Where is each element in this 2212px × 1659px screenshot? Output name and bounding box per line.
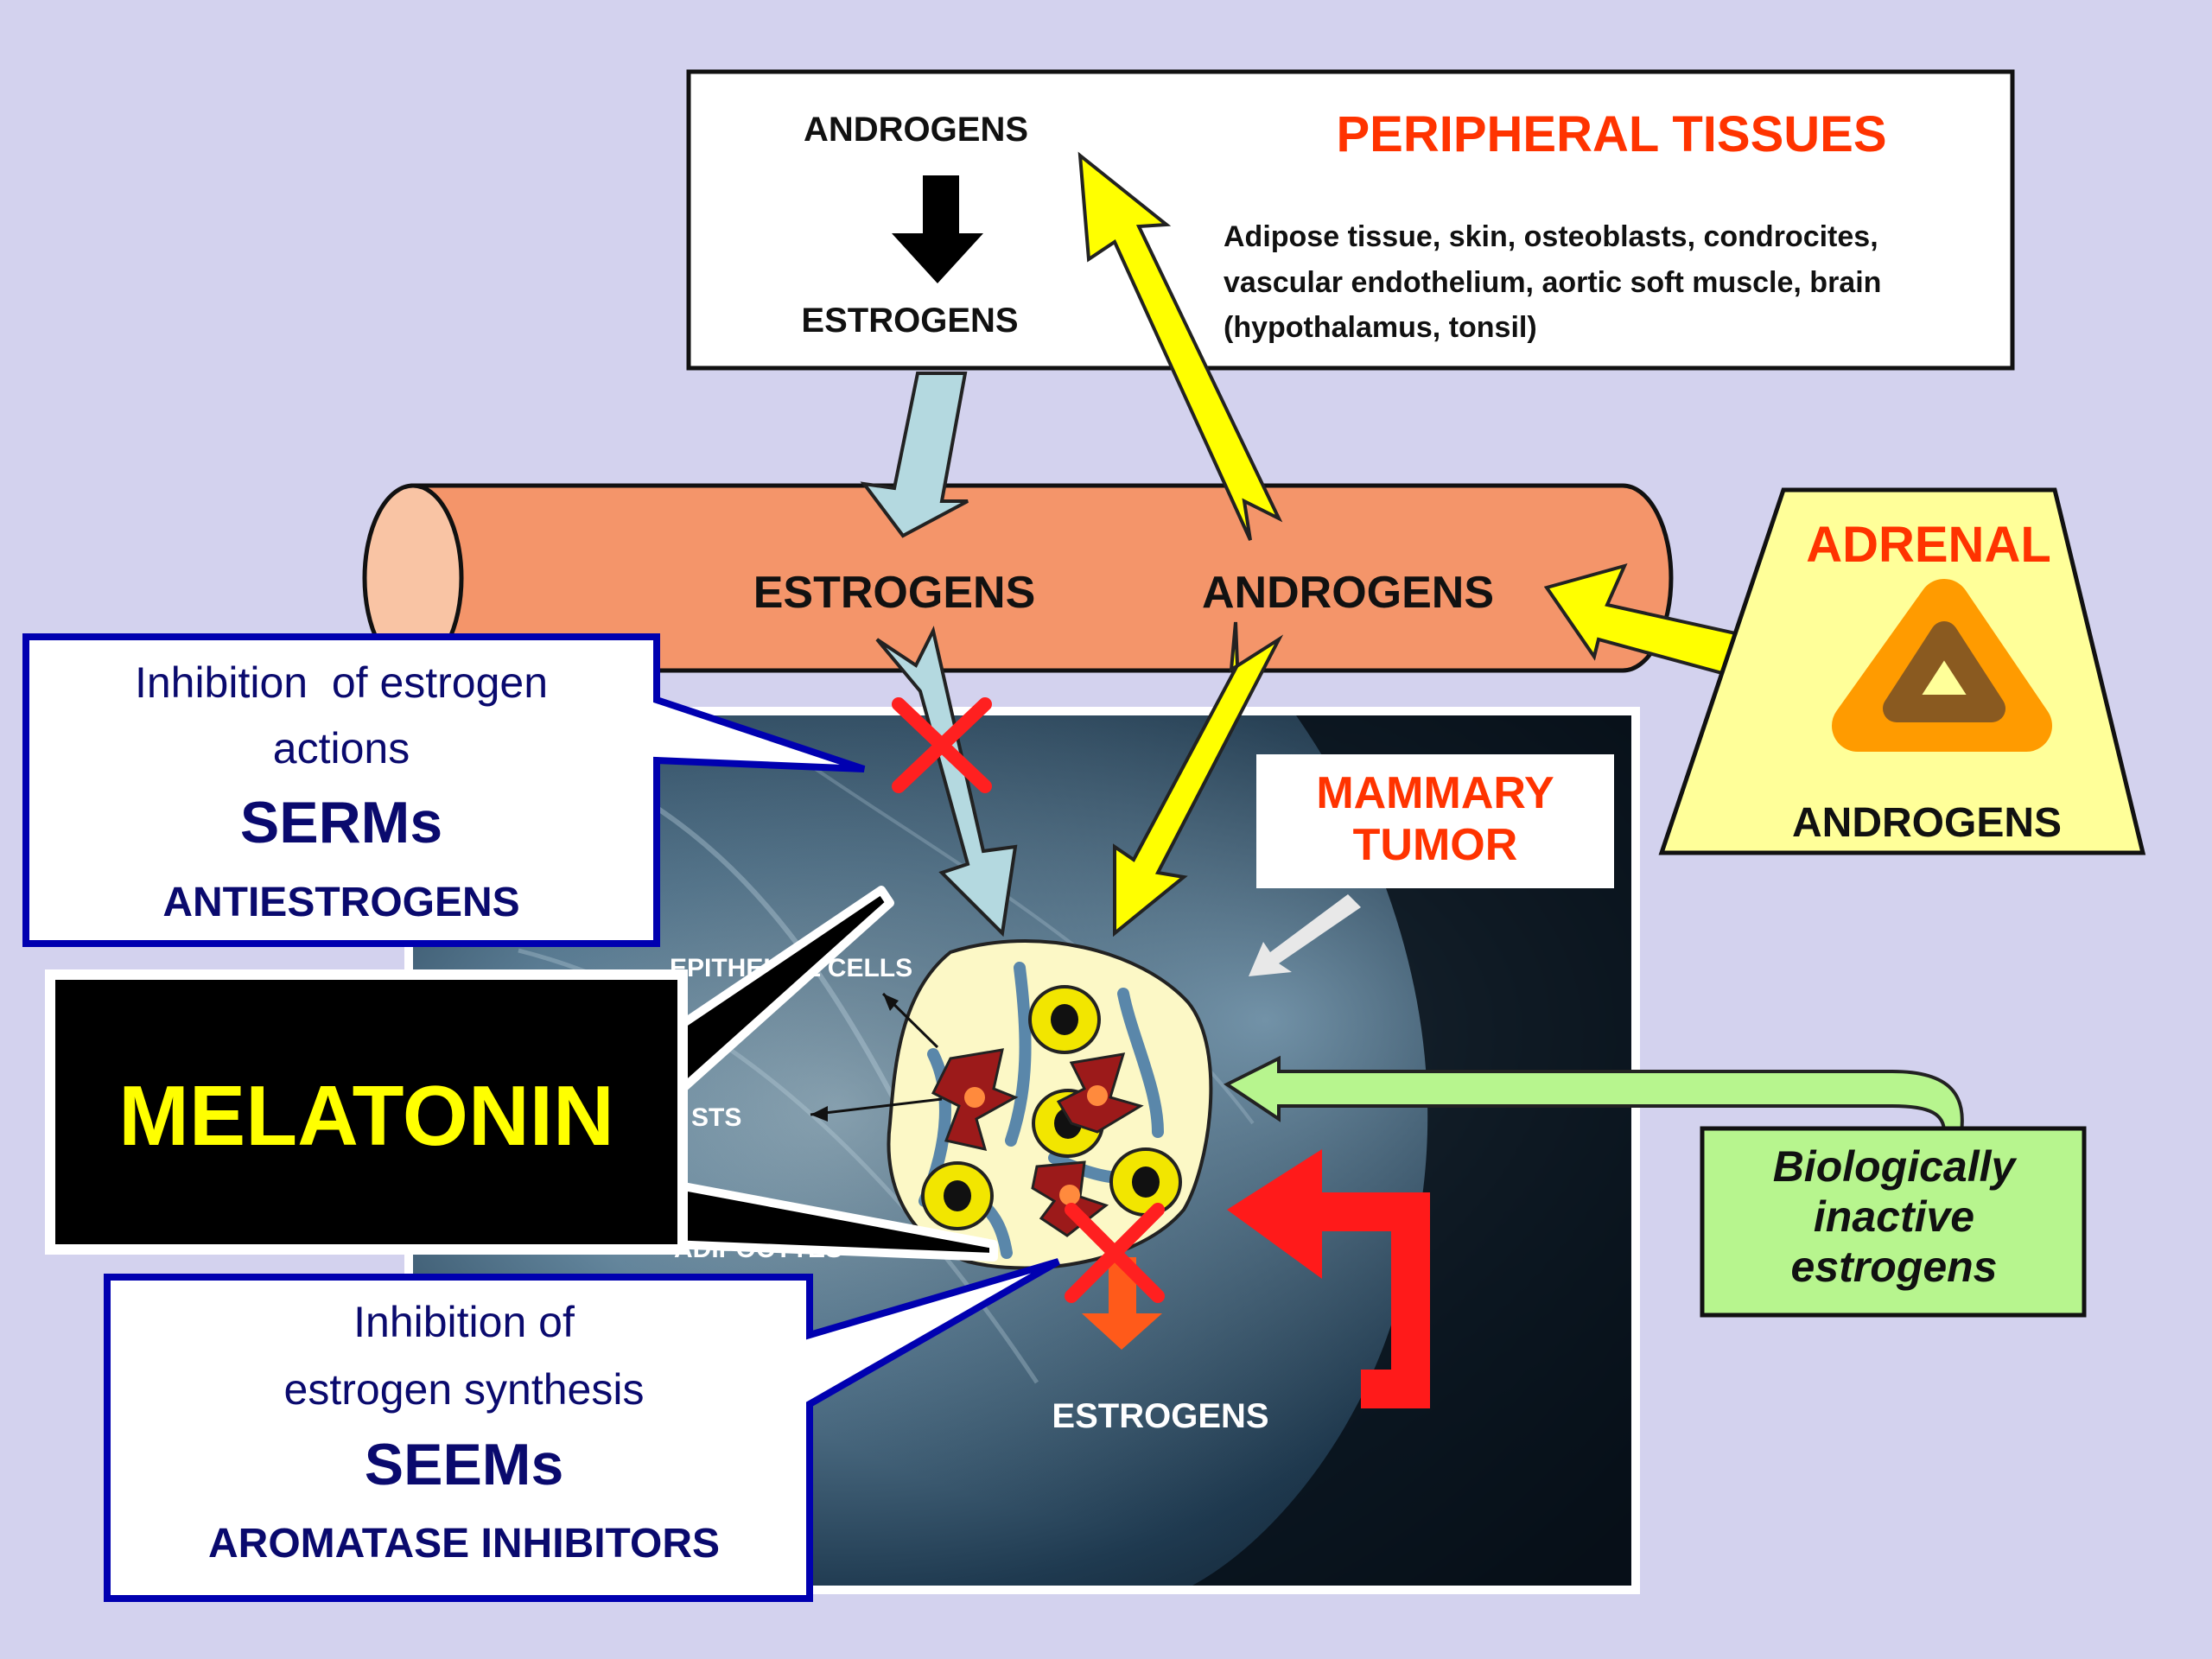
mammary-tumor-line-1: MAMMARY xyxy=(1316,768,1554,818)
serms-line-2: actions xyxy=(273,724,410,772)
blood-vessel: ESTROGENS ANDROGENS xyxy=(362,483,1674,673)
serms-line-1: Inhibition of estrogen xyxy=(135,658,548,707)
peripheral-description-line-1: Adipose tissue, skin, osteoblasts, condr… xyxy=(1224,220,1878,253)
adrenal-gland-box: ADRENAL ANDROGENS xyxy=(1658,487,2146,855)
seems-line-2: estrogen synthesis xyxy=(284,1365,645,1414)
vessel-androgens-label: ANDROGENS xyxy=(1202,568,1494,618)
cell-pointer-arrows xyxy=(810,992,943,1122)
epithelial-cell-icon xyxy=(921,985,1182,1230)
peripheral-estrogens-label: ESTROGENS xyxy=(801,302,1018,340)
seems-subtitle: AROMATASE INHIBITORS xyxy=(208,1521,720,1567)
androgen-to-periphery-arrow xyxy=(1077,151,1283,541)
peripheral-tissues-box: PERIPHERAL TISSUES ANDROGENS ESTROGENS A… xyxy=(686,69,2015,371)
conversion-arrow-icon xyxy=(892,175,983,283)
serms-title: SERMs xyxy=(240,790,442,855)
melatonin-block: MELATONIN xyxy=(45,886,998,1262)
fibroblasts-label: STS xyxy=(691,1103,741,1132)
seems-title: SEEMs xyxy=(365,1432,564,1497)
tumor-estrogens-label: ESTROGENS xyxy=(1052,1397,1268,1435)
seems-callout: Inhibition of estrogen synthesis SEEMs A… xyxy=(104,1258,1060,1602)
inactive-estrogens-box: Biologically inactive estrogens xyxy=(1700,1126,2087,1318)
estrogen-to-tumor-arrow xyxy=(875,626,1018,938)
peripheral-androgens-label: ANDROGENS xyxy=(804,111,1028,149)
fibroblast-cell-icon xyxy=(931,1048,1144,1237)
adrenal-androgens-label: ANDROGENS xyxy=(1792,800,2062,846)
inhibition-cross-icon xyxy=(892,697,992,793)
melatonin-label: MELATONIN xyxy=(118,1068,613,1163)
mammary-tumor-line-2: TUMOR xyxy=(1353,820,1518,870)
synthesis-inhibition-cross-icon xyxy=(1065,1203,1165,1303)
vessel-estrogens-label: ESTROGENS xyxy=(753,568,1036,618)
mammary-tumor-label: MAMMARY TUMOR xyxy=(1249,754,1614,976)
estrogen-to-vessel-arrow xyxy=(860,372,969,538)
estrogen-synthesis-arrow xyxy=(1082,1257,1162,1350)
peripheral-description-line-2: vascular endothelium, aortic soft muscle… xyxy=(1224,266,1881,299)
adrenal-gland-icon xyxy=(1832,579,2052,752)
tumor-pointer-arrow xyxy=(1249,894,1361,976)
serms-callout: Inhibition of estrogen actions SERMs ANT… xyxy=(22,633,866,947)
androgen-to-tumor-arrow xyxy=(1113,621,1284,938)
tumor-cell-cluster xyxy=(887,939,1213,1270)
peripheral-description-line-3: (hypothalamus, tonsil) xyxy=(1224,311,1537,344)
peripheral-tissues-title: PERIPHERAL TISSUES xyxy=(1336,106,1886,162)
inactive-line-3: estrogens xyxy=(1791,1243,1998,1291)
seems-line-1: Inhibition of xyxy=(353,1298,575,1346)
estrogen-feedback-arrow xyxy=(1227,1149,1430,1408)
adrenal-title: ADRENAL xyxy=(1806,517,2051,573)
inactive-line-1: Biologically xyxy=(1773,1142,2018,1191)
serms-subtitle: ANTIESTROGENS xyxy=(162,880,519,925)
inactive-line-2: inactive xyxy=(1814,1192,1974,1241)
